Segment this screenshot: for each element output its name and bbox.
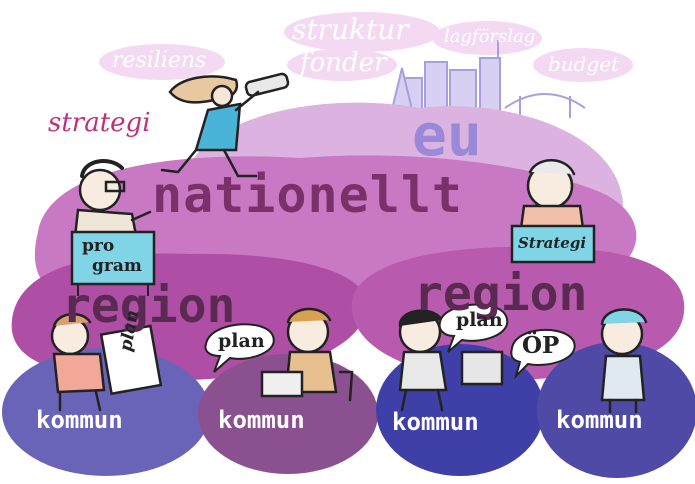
speech-op: ÖP xyxy=(522,332,560,359)
kommun-label-2: kommun xyxy=(218,406,305,434)
kommun-label-4: kommun xyxy=(556,406,643,434)
speech-bubbles xyxy=(204,303,576,380)
level-label-region-right: region xyxy=(414,266,588,322)
kommun-label-3: kommun xyxy=(392,408,479,436)
person-telescope xyxy=(160,72,290,178)
person-kommun-2 xyxy=(260,307,354,402)
level-label-eu: eu xyxy=(412,101,482,169)
sign-strategi xyxy=(510,224,596,264)
cloud-word-budget: budget xyxy=(548,52,620,76)
person-kommun-4 xyxy=(600,308,648,414)
speech-plan-left: plan xyxy=(218,330,265,352)
cloud-word-struktur: struktur xyxy=(292,13,409,46)
cloud-word-lagforslag: lagförslag xyxy=(444,26,536,47)
person-kommun-1 xyxy=(50,313,163,412)
level-label-region-left: region xyxy=(62,278,236,334)
cloud-word-fonder: fonder xyxy=(300,48,387,78)
person-kommun-3 xyxy=(398,309,504,412)
speech-plan-right: plan xyxy=(456,309,503,331)
cloud-word-strategi: strategi xyxy=(48,108,151,138)
level-label-national: nationellt xyxy=(152,166,464,224)
sign-strategi-text: Strategi xyxy=(518,234,587,252)
sign-program-line1: pro xyxy=(82,236,115,256)
word-clouds xyxy=(99,12,633,82)
cloud-word-resiliens: resiliens xyxy=(112,48,207,73)
kommun-label-1: kommun xyxy=(36,406,123,434)
sign-program-line2: gram xyxy=(92,256,142,276)
kommun-blob-4 xyxy=(537,342,695,478)
sign-program xyxy=(70,230,156,296)
